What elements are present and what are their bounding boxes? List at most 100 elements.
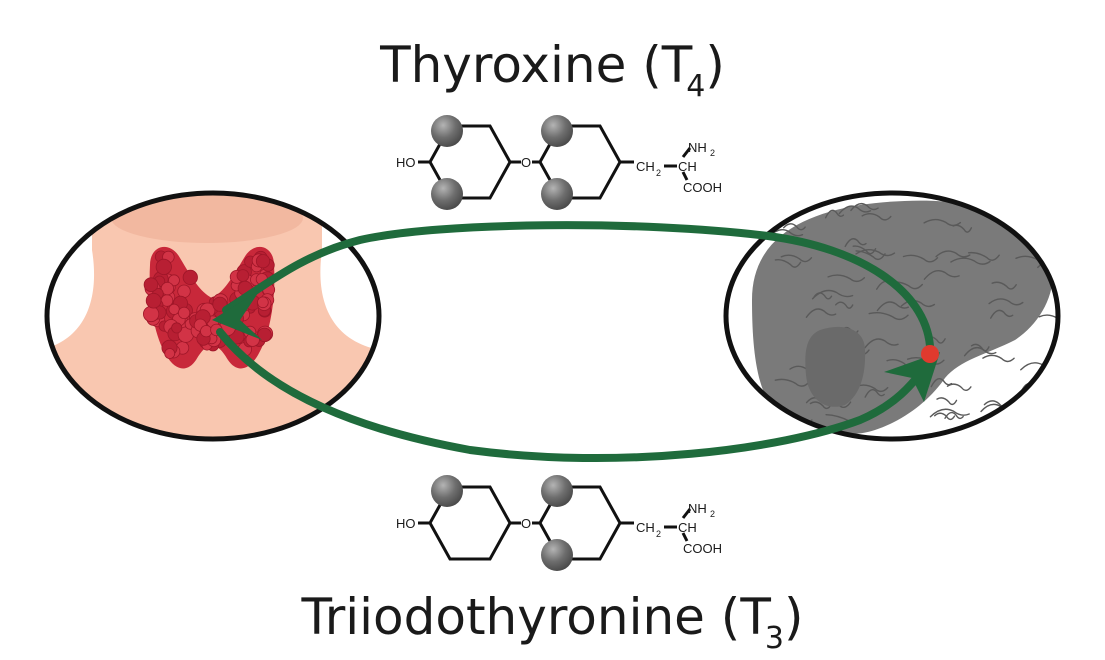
liver-vein: [1038, 314, 1058, 323]
liver-vein: [774, 378, 810, 387]
liver-vein: [783, 223, 806, 231]
thyroid-follicle: [255, 254, 271, 269]
iodine-atom-icon: [541, 115, 573, 147]
thyroxine-methylene-subscript: 2: [656, 168, 661, 178]
liver-vein: [990, 309, 1014, 319]
liver-vein: [876, 301, 909, 312]
liver-vein: [1023, 410, 1046, 422]
liver-vein: [963, 346, 997, 357]
triiodothyronine-title-subscript: 3: [764, 621, 784, 656]
thyroxine-carboxyl-label: COOH: [683, 180, 722, 195]
liver-vein: [809, 401, 832, 410]
thyroid-follicle: [143, 305, 160, 323]
liver-vein: [1023, 413, 1043, 421]
liver-vein: [835, 301, 854, 309]
thyroxine-amine-subscript: 2: [710, 148, 715, 158]
liver-vein: [935, 250, 971, 258]
t3-arrow-path: [216, 328, 930, 463]
triiodothyronine-title-text: Triiodothyronine (T: [301, 588, 771, 646]
liver-vein: [864, 389, 885, 398]
liver-vein: [936, 397, 958, 406]
liver-vein: [811, 289, 854, 300]
triiodothyronine-molecule: HO O CH 2 CH NH 2 COOH: [396, 475, 722, 571]
conversion-loop: [212, 221, 940, 463]
thyroid-follicle: [171, 322, 183, 334]
liver-vein: [855, 384, 889, 393]
liver-vein: [838, 205, 872, 215]
liver-vein: [824, 209, 845, 219]
liver-vein: [813, 292, 833, 300]
liver-vein: [944, 411, 964, 420]
liver-vein: [855, 249, 896, 257]
liver-vein: [861, 213, 892, 221]
thyroid-follicle: [155, 258, 172, 275]
liver-vein: [864, 338, 899, 349]
liver-vein: [868, 311, 909, 321]
thyroxine-title-close: ): [705, 36, 725, 94]
liver-vein: [850, 202, 879, 212]
thyroid-inset-border: [44, 190, 382, 442]
liver-vein: [952, 224, 973, 233]
thyroxine-methylene-label: CH: [636, 159, 655, 174]
liver-vein: [852, 245, 877, 255]
thyroxine-ether-label: O: [521, 155, 531, 170]
thyroid-follicle: [177, 284, 191, 299]
liver-vein: [768, 229, 804, 239]
liver-vein: [991, 281, 1017, 290]
iodine-atom-icon: [541, 539, 573, 571]
liver-vein: [988, 298, 1024, 306]
thyroid-follicle: [145, 292, 162, 309]
triiodothyronine-title-close: ): [783, 588, 804, 646]
iodine-atom-icon: [431, 178, 463, 210]
thyroid-follicle: [182, 269, 198, 285]
triiodothyronine-methylene-label: CH: [636, 520, 655, 535]
thyroid-follicle: [200, 325, 213, 338]
thyroxine-amine-label: NH: [688, 140, 707, 155]
triiodothyronine-carboxyl-label: COOH: [683, 541, 722, 556]
liver-vein: [1031, 402, 1058, 411]
liver-inset: [723, 190, 1061, 442]
liver-vein: [827, 274, 866, 283]
liver-vein: [774, 258, 802, 268]
liver-vein: [982, 354, 1015, 363]
liver-vein: [902, 254, 939, 263]
liver-vein: [946, 383, 972, 392]
liver-vein: [929, 408, 970, 418]
thyroid-follicle: [178, 306, 191, 319]
thyroxine-title: Thyroxine (T4): [0, 40, 1105, 102]
thyroid-inset: [44, 190, 382, 442]
iodine-atom-icon: [431, 475, 463, 507]
triiodothyronine-ether-label: O: [521, 516, 531, 531]
thyroxine-title-text: Thyroxine (T: [380, 36, 693, 94]
thyroid-follicle: [236, 269, 250, 282]
thyroid-follicle: [143, 277, 159, 293]
liver-vein: [805, 308, 837, 318]
iodine-atom-icon: [541, 178, 573, 210]
triiodothyronine-title: Triiodothyronine (T3): [0, 592, 1105, 654]
gallbladder-shadow: [805, 326, 866, 407]
iodine-atom-icon: [431, 115, 463, 147]
liver-vein: [923, 270, 960, 280]
liver-vein: [780, 254, 813, 263]
liver-vein: [855, 250, 886, 261]
thyroid-follicle: [168, 274, 180, 287]
thyroid-follicle: [257, 296, 269, 309]
thyroid-follicle: [164, 348, 176, 359]
liver-vein: [930, 378, 953, 388]
liver-vein: [950, 257, 991, 265]
thyroxine-alpha-carbon-label: CH: [678, 159, 697, 174]
thyroid-follicle: [168, 303, 180, 315]
thyroxine-hydroxyl-label: HO: [396, 155, 416, 170]
liver-vein: [1022, 199, 1058, 210]
conversion-site-marker: [921, 345, 939, 363]
t4-arrowhead: [212, 290, 262, 340]
liver-vein: [934, 412, 956, 421]
triiodothyronine-alpha-carbon-label: CH: [678, 520, 697, 535]
thyroxine-title-subscript: 4: [686, 69, 706, 104]
thyroid-follicle: [160, 281, 174, 296]
liver-inset-border: [723, 190, 1061, 442]
t4-arrow-path: [222, 221, 934, 350]
liver-vein: [967, 251, 1000, 261]
